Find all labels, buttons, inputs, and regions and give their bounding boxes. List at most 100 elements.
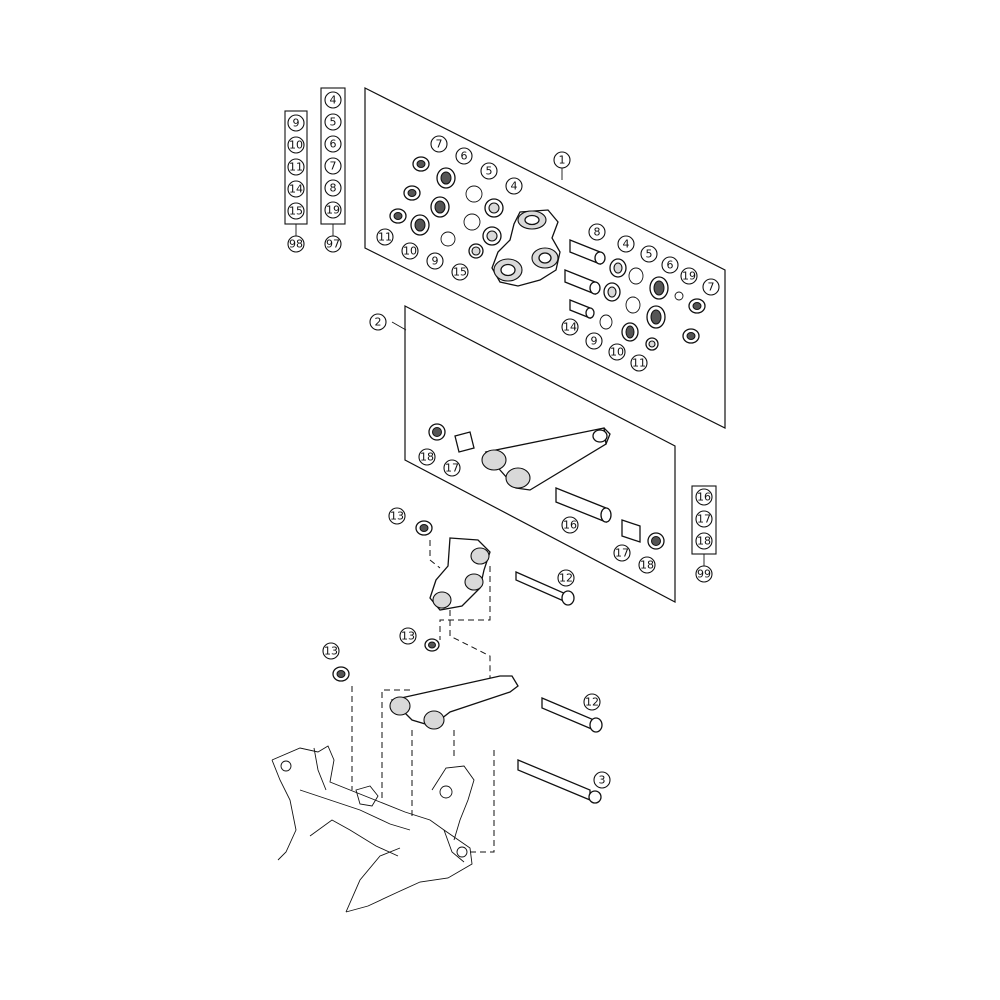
callout-8: 8	[588, 223, 606, 241]
svg-text:2: 2	[375, 316, 382, 329]
installed-link-arm	[390, 675, 519, 727]
callout-13-left: 13	[322, 642, 340, 660]
svg-text:18: 18	[640, 559, 654, 572]
svg-text:5: 5	[330, 116, 337, 129]
callout-11-left: 11	[376, 228, 394, 246]
svg-text:18: 18	[697, 535, 711, 548]
svg-text:8: 8	[330, 182, 337, 195]
callout-7-left: 7	[430, 135, 448, 153]
svg-text:19: 19	[682, 270, 696, 283]
svg-text:13: 13	[324, 645, 338, 658]
bell-crank-part	[491, 209, 561, 287]
callout-18-right: 18	[638, 556, 656, 574]
bushing-right	[621, 519, 641, 543]
kit-97-item: 8	[324, 179, 342, 197]
svg-text:11: 11	[289, 161, 303, 174]
svg-text:7: 7	[708, 281, 715, 294]
kit-98-item: 9	[287, 114, 305, 132]
callout-7-right: 7	[702, 278, 720, 296]
kit-97-item: 6	[324, 135, 342, 153]
kit-97-box: 4 5 6 7 8 19 97	[320, 87, 346, 253]
callout-9-right: 9	[585, 332, 603, 350]
svg-text:4: 4	[511, 180, 518, 193]
svg-text:7: 7	[330, 160, 337, 173]
svg-text:9: 9	[432, 255, 439, 268]
kit-97-item: 4	[324, 91, 342, 109]
kit-99-box: 16 17 18 99	[691, 485, 717, 583]
svg-text:9: 9	[293, 117, 300, 130]
assembly-group-2	[404, 305, 676, 603]
svg-text:4: 4	[623, 238, 630, 251]
svg-text:17: 17	[697, 513, 711, 526]
kit-99-item: 17	[695, 510, 713, 528]
svg-text:6: 6	[667, 259, 674, 272]
link-arm-part	[481, 427, 611, 491]
svg-text:7: 7	[436, 138, 443, 151]
kit-97-item: 7	[324, 157, 342, 175]
callout-14: 14	[561, 318, 579, 336]
svg-text:17: 17	[445, 462, 459, 475]
svg-text:97: 97	[326, 238, 340, 251]
callout-12-upper: 12	[557, 569, 575, 587]
callout-10-left: 10	[401, 242, 419, 260]
svg-text:11: 11	[378, 231, 392, 244]
svg-text:98: 98	[289, 238, 303, 251]
callout-17-left: 17	[443, 459, 461, 477]
bolt-main	[517, 759, 591, 801]
svg-text:13: 13	[401, 630, 415, 643]
kit-98-item: 15	[287, 202, 305, 220]
callout-4-right: 4	[617, 235, 635, 253]
left-bearing-stack	[389, 156, 504, 259]
svg-text:10: 10	[403, 245, 417, 258]
kit-98-number: 98	[287, 235, 305, 253]
bushing-left	[454, 431, 475, 453]
svg-text:13: 13	[390, 510, 404, 523]
group-1-frame	[364, 87, 726, 429]
svg-text:5: 5	[486, 165, 493, 178]
svg-text:99: 99	[697, 568, 711, 581]
callout-15: 15	[451, 263, 469, 281]
kit-99-item: 18	[695, 532, 713, 550]
svg-text:12: 12	[559, 572, 573, 585]
assembly-group-1	[364, 87, 726, 429]
kit-98-item: 11	[287, 158, 305, 176]
right-bearing-stack	[564, 239, 706, 351]
svg-text:6: 6	[461, 150, 468, 163]
svg-text:12: 12	[585, 696, 599, 709]
svg-text:14: 14	[563, 321, 577, 334]
callout-6-left: 6	[455, 147, 473, 165]
callout-13-middle: 13	[399, 627, 417, 645]
kit-97-item: 5	[324, 113, 342, 131]
kit-99-item: 16	[695, 488, 713, 506]
callout-2: 2	[369, 313, 387, 331]
svg-text:8: 8	[594, 226, 601, 239]
svg-text:10: 10	[289, 139, 303, 152]
svg-text:5: 5	[646, 248, 653, 261]
svg-text:19: 19	[326, 204, 340, 217]
kit-99-number: 99	[695, 565, 713, 583]
kit-98-item: 14	[287, 180, 305, 198]
svg-text:1: 1	[559, 154, 566, 167]
callout-3: 3	[593, 771, 611, 789]
svg-text:4: 4	[330, 94, 337, 107]
callout-13-top: 13	[388, 507, 406, 525]
callout-18-left: 18	[418, 448, 436, 466]
pivot-sleeve	[555, 487, 607, 523]
callout-1: 1	[553, 151, 571, 169]
callout-19: 19	[680, 267, 698, 285]
svg-text:10: 10	[610, 346, 624, 359]
callout-10-right: 10	[608, 343, 626, 361]
callout-9-left: 9	[426, 252, 444, 270]
svg-text:3: 3	[599, 774, 606, 787]
callout-12-lower: 12	[583, 693, 601, 711]
kit-97-item: 19	[324, 201, 342, 219]
callout-17-right: 17	[613, 544, 631, 562]
group-2-frame	[404, 305, 676, 603]
svg-text:14: 14	[289, 183, 303, 196]
callout-11-right: 11	[630, 354, 648, 372]
svg-text:18: 18	[420, 451, 434, 464]
callout-5-right: 5	[640, 245, 658, 263]
svg-text:15: 15	[289, 205, 303, 218]
callout-4-left: 4	[505, 177, 523, 195]
